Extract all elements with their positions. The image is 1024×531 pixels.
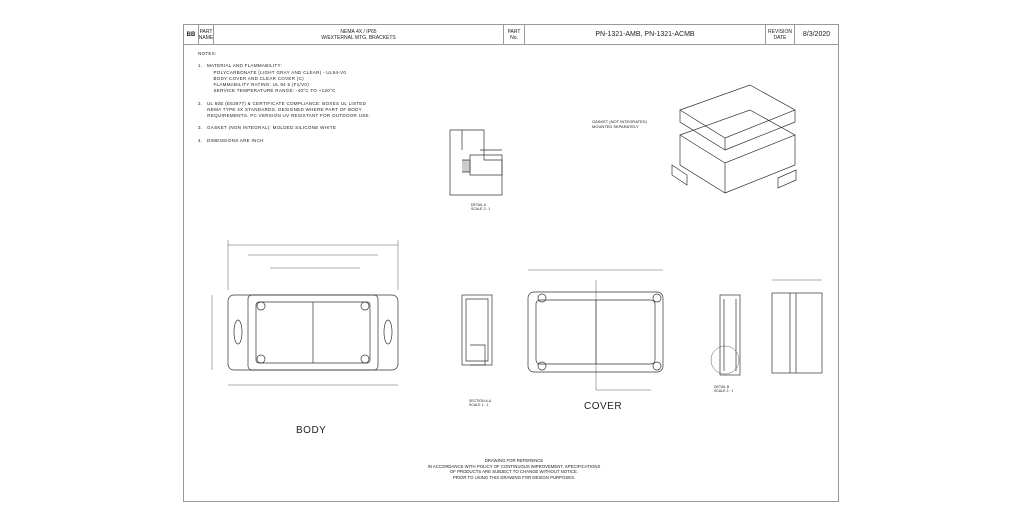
gasket-callout: GASKET (NOT INTEGRATED) MOUNTED SEPARATE… (592, 119, 647, 129)
section-callout: SECTION A-A SCALE 1 : 1 (469, 399, 492, 407)
revision-date: 8/3/2020 (802, 30, 831, 38)
description-cell: NEMA 4X / IP65 W/EXTERNAL MTG. BRACKETS (214, 25, 504, 44)
drawing-sheet: BB PART NAME NEMA 4X / IP65 W/EXTERNAL M… (183, 24, 839, 502)
body-label: BODY (296, 425, 327, 436)
isometric-view (671, 84, 797, 194)
body-view (211, 240, 399, 386)
cover-label: COVER (584, 401, 623, 412)
section-view (461, 294, 493, 366)
company-logo: BB (184, 25, 199, 44)
revision-date-label: REVISION DATE (766, 25, 795, 44)
part-no-label: PART No. (504, 25, 525, 44)
detail-callout: DETAIL A SCALE 2 : 1 (471, 203, 491, 211)
cover-view (527, 269, 664, 391)
side-view (710, 294, 741, 376)
description-line2: W/EXTERNAL MTG. BRACKETS (321, 34, 396, 41)
reference-note: DRAWING FOR REFERENCE IN ACCORDANCE WITH… (427, 458, 601, 480)
notes: NOTES: 1. MATERIAL AND FLAMMABILITY: POL… (198, 51, 371, 143)
description-line1: NEMA 4X / IP65 (340, 28, 377, 35)
detail-b-callout: DETAIL B SCALE 2 : 1 (714, 385, 734, 393)
part-name-label: PART NAME (199, 25, 214, 44)
detail-a-view (449, 129, 503, 196)
end-view (771, 279, 823, 374)
title-block: BB PART NAME NEMA 4X / IP65 W/EXTERNAL M… (184, 25, 838, 45)
part-numbers: PN-1321-AMB, PN-1321-ACMB (525, 25, 766, 44)
